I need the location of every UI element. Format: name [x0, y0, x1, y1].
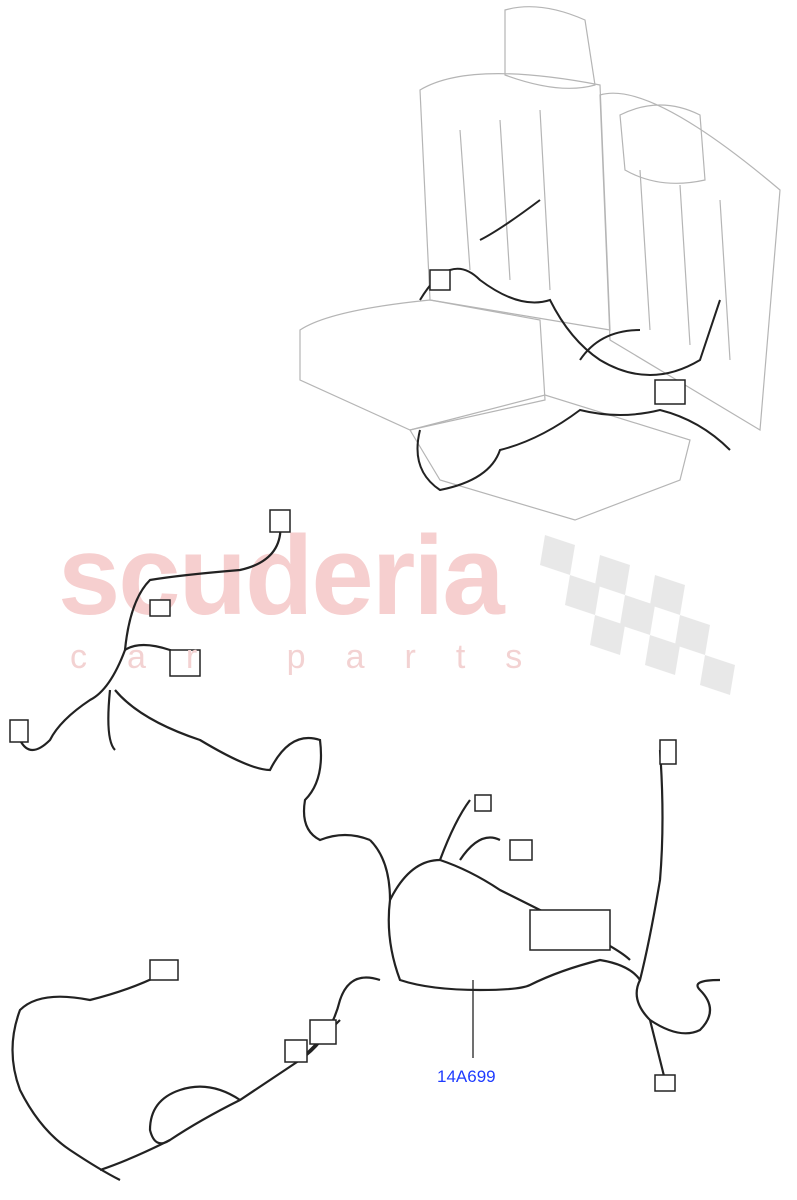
part-callout-14A699[interactable]: 14A699: [437, 1067, 496, 1086]
wiring-harness-14A699: [11, 519, 721, 1181]
seat-harness-small: [416, 199, 731, 492]
checkered-flag-watermark: [540, 535, 735, 695]
connector-icons: [9, 269, 686, 1092]
watermark-tagline: car parts: [70, 638, 563, 676]
rear-seat-illustration: [299, 6, 781, 521]
